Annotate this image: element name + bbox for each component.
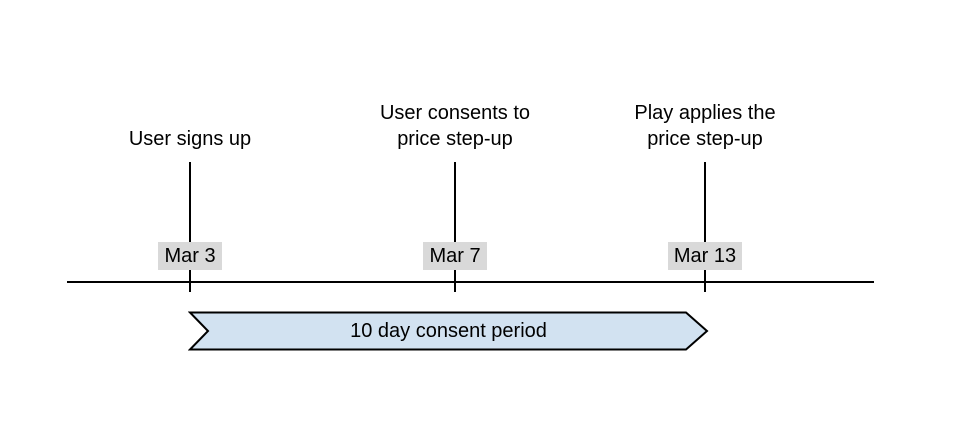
event-tick-mar-13 (704, 162, 706, 292)
event-tick-mar-3 (189, 162, 191, 292)
date-badge-wrap: Mar 7 (375, 242, 535, 270)
event-tick-mar-7 (454, 162, 456, 292)
date-badge-mar-13: Mar 13 (667, 242, 743, 270)
date-badge-wrap: Mar 3 (110, 242, 270, 270)
arrow-polygon (188, 311, 709, 351)
event-title-user-consents: User consents to price step-up (379, 102, 531, 150)
event-title-play-applies: Play applies the price step-up (634, 102, 776, 150)
date-badge-wrap: Mar 13 (625, 242, 785, 270)
timeline-axis (67, 281, 874, 283)
event-title-user-signs-up: User signs up (128, 128, 252, 150)
date-badge-mar-3: Mar 3 (158, 242, 222, 270)
date-badge-mar-7: Mar 7 (423, 242, 487, 270)
consent-period-label: 10 day consent period (350, 319, 547, 342)
consent-period-banner: 10 day consent period (188, 311, 709, 351)
consent-period-arrow-shape (188, 311, 709, 351)
